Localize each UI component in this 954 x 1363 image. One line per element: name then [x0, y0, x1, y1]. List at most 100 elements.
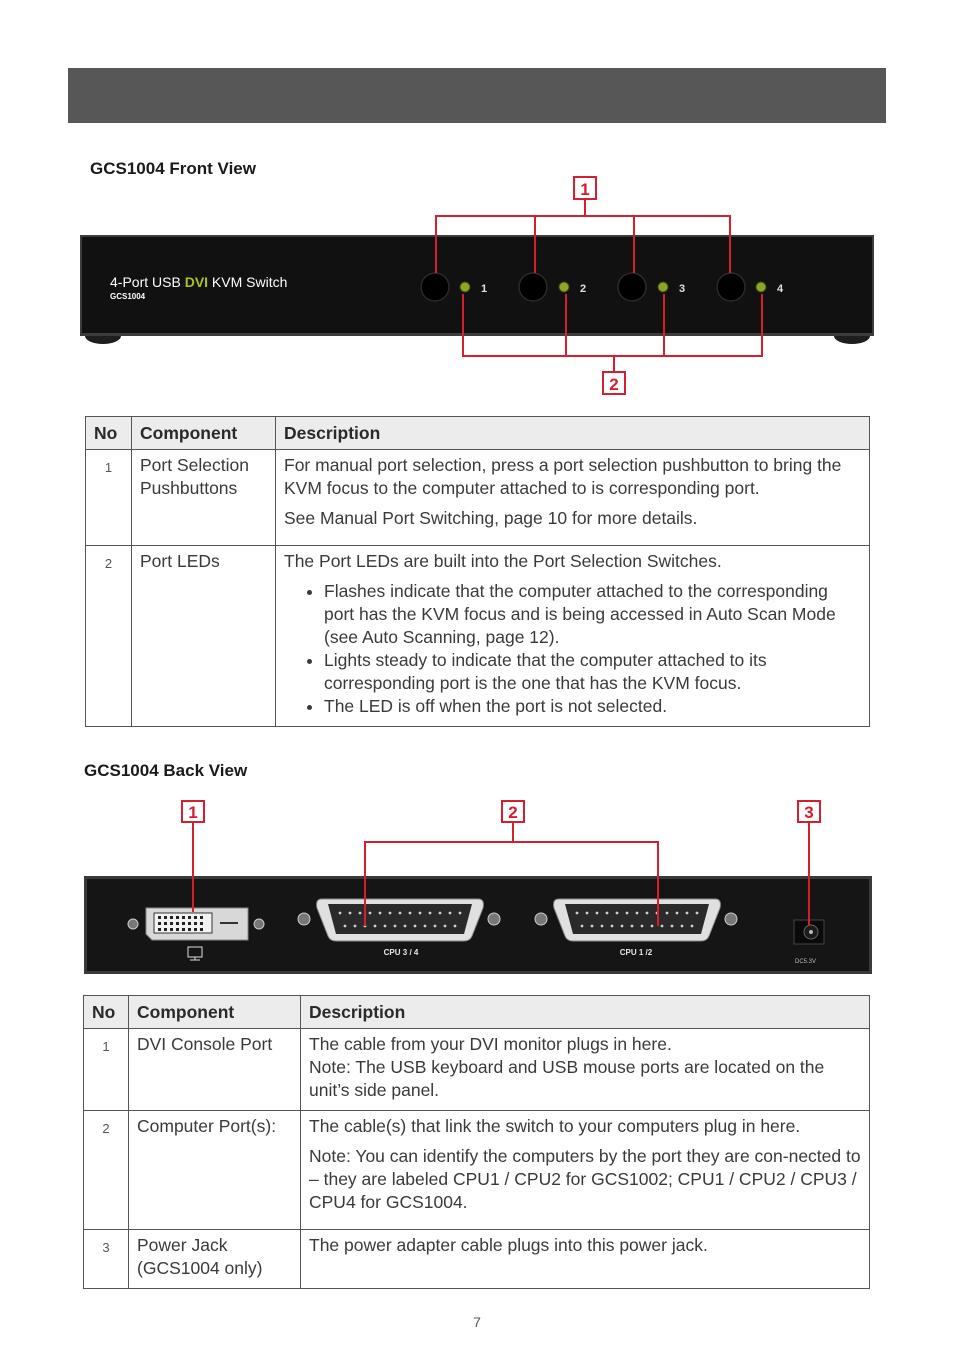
connector-pin	[660, 924, 664, 928]
callout-2-leader-lines	[462, 294, 763, 371]
connector-pin	[590, 924, 594, 928]
connector-pin	[458, 911, 462, 915]
description-paragraph: See Manual Port Switching, page 10 for m…	[284, 508, 698, 528]
description-paragraph: The cable(s) that link the switch to you…	[309, 1116, 801, 1136]
back-callout-2-label: 2	[508, 803, 517, 822]
connector-pin	[393, 924, 397, 928]
connector-pin	[605, 911, 609, 915]
table-row: 3 Power Jack (GCS1004 only) The power ad…	[83, 1229, 870, 1289]
back-view-figure: CPU 3 / 4 CPU 1 /2 DC5.3V 1 2 3	[84, 800, 872, 974]
row-description: The power adapter cable plugs into this …	[300, 1229, 870, 1289]
connector-pin	[428, 911, 432, 915]
table-header-row: No Component Description	[85, 416, 870, 450]
connector-pin	[403, 924, 407, 928]
connector-pin	[378, 911, 382, 915]
connector-pin	[685, 911, 689, 915]
table-row: 1 DVI Console Port The cable from your D…	[83, 1028, 870, 1111]
connector-pin	[575, 911, 579, 915]
port-3: 3	[617, 272, 685, 302]
connector-pin	[680, 924, 684, 928]
table-row: 1 Port Selection Pushbuttons For manual …	[85, 449, 870, 546]
connector-pin	[383, 924, 387, 928]
row-component: Port LEDs	[131, 545, 276, 727]
connector-pin	[413, 924, 417, 928]
connector-pin	[418, 911, 422, 915]
row-number: 1	[85, 449, 132, 546]
connector-pin	[595, 911, 599, 915]
connector-pin	[343, 924, 347, 928]
row-component: Port Selection Pushbuttons	[131, 449, 276, 546]
port-2: 2	[518, 272, 586, 302]
row-number: 3	[83, 1229, 129, 1289]
connector-pin	[353, 924, 357, 928]
header-description: Description	[300, 995, 870, 1029]
dvi-console-port	[127, 907, 265, 961]
row-component: Computer Port(s):	[128, 1110, 301, 1230]
port-3-led	[657, 281, 669, 293]
table-header-row: No Component Description	[83, 995, 870, 1029]
power-label: DC5.3V	[795, 959, 816, 965]
row-component: Power Jack (GCS1004 only)	[128, 1229, 301, 1289]
description-paragraph: Note: You can identify the computers by …	[309, 1146, 861, 1212]
connector-pin	[670, 924, 674, 928]
row-description: The cable from your DVI monitor plugs in…	[300, 1028, 870, 1111]
bullet-item: Lights steady to indicate that the compu…	[324, 649, 861, 695]
device-model: GCS1004	[110, 292, 146, 301]
description-paragraph: The cable from your DVI monitor plugs in…	[309, 1034, 672, 1054]
back-callout-3-label: 3	[804, 803, 813, 822]
port-3-number: 3	[679, 283, 685, 295]
front-callout-1-box	[573, 176, 597, 200]
front-callout-2-label: 2	[609, 375, 618, 394]
connector-pin	[423, 924, 427, 928]
header-component: Component	[128, 995, 301, 1029]
port-2-led	[558, 281, 570, 293]
cpu-1-2-label: CPU 1 /2	[620, 948, 653, 957]
back-components-table: No Component Description 1 DVI Console P…	[83, 995, 870, 1289]
monitor-icon	[187, 946, 203, 961]
connector-pin	[625, 911, 629, 915]
connector-pin	[388, 911, 392, 915]
connector-pin	[443, 924, 447, 928]
back-callout-1-box	[181, 800, 205, 823]
header-component: Component	[131, 416, 276, 450]
connector-pin	[620, 924, 624, 928]
back-view-title: GCS1004 Back View	[84, 761, 248, 780]
back-callout-1-label: 1	[188, 803, 197, 822]
row-description: The Port LEDs are built into the Port Se…	[275, 545, 870, 727]
connector-pin	[690, 924, 694, 928]
connector-pin	[338, 911, 342, 915]
connector-pin	[585, 911, 589, 915]
table-row: 2 Port LEDs The Port LEDs are built into…	[85, 545, 870, 727]
connector-pin	[433, 924, 437, 928]
connector-pin	[665, 911, 669, 915]
connector-pin	[398, 911, 402, 915]
connector-pin	[675, 911, 679, 915]
front-components-table: No Component Description 1 Port Selectio…	[85, 416, 870, 727]
connector-pin	[373, 924, 377, 928]
connector-pin	[358, 911, 362, 915]
page-number: 7	[473, 1314, 481, 1330]
port-2-pushbutton	[518, 272, 548, 302]
row-number: 2	[83, 1110, 129, 1230]
port-4-led	[755, 281, 767, 293]
back-callout-2-leader-lines	[364, 822, 659, 926]
front-view-figure: 4-Port USB DVI KVM Switch GCS1004 1 2 3 …	[80, 176, 874, 395]
connector-pin	[580, 924, 584, 928]
front-view-title: GCS1004 Front View	[90, 159, 256, 178]
connector-pin	[695, 911, 699, 915]
row-component: DVI Console Port	[128, 1028, 301, 1111]
header-no: No	[85, 416, 132, 450]
port-1-number: 1	[481, 283, 487, 295]
back-callout-3-box	[797, 800, 821, 823]
row-number: 1	[83, 1028, 129, 1111]
dvi-pins	[158, 916, 203, 931]
description-paragraph: The Port LEDs are built into the Port Se…	[284, 551, 722, 571]
connector-pin	[600, 924, 604, 928]
row-description: For manual port selection, press a port …	[275, 449, 870, 546]
front-callout-2-box	[602, 371, 626, 395]
header-bar	[68, 68, 886, 123]
description-paragraph: For manual port selection, press a port …	[284, 455, 842, 498]
row-description: The cable(s) that link the switch to you…	[300, 1110, 870, 1230]
connector-pin	[630, 924, 634, 928]
connector-pin	[348, 911, 352, 915]
